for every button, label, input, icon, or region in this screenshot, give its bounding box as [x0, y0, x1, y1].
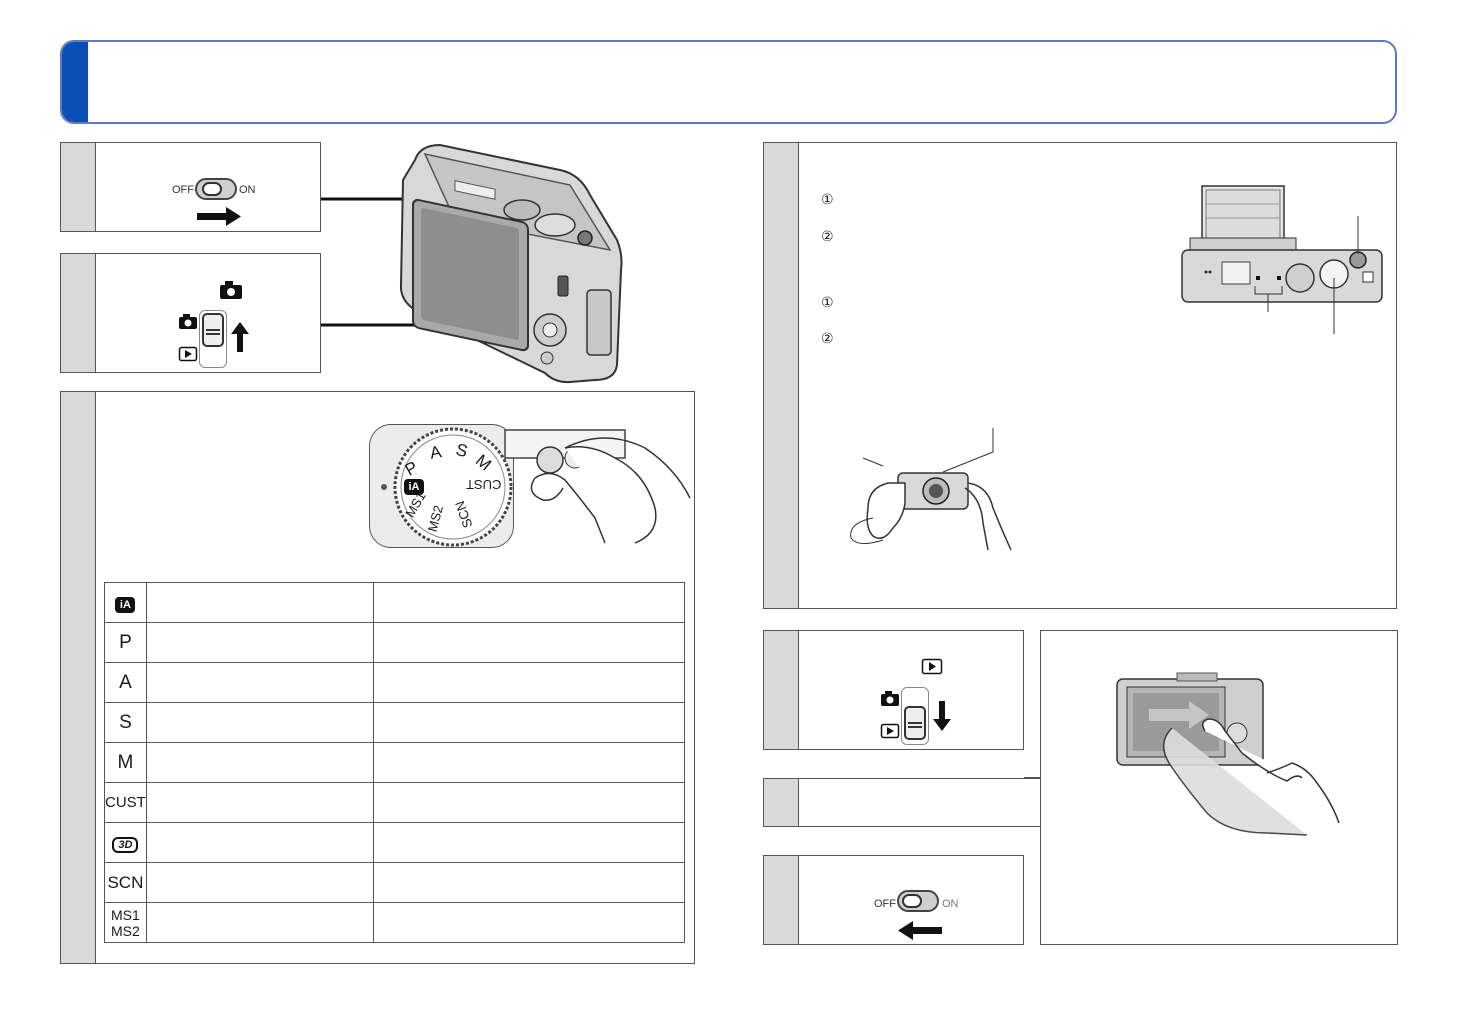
step-number-bar: [764, 779, 799, 826]
table-row: CUST: [104, 782, 686, 823]
my-scene-icon: MS1 MS2: [104, 902, 147, 943]
camera-rear-illustration: [399, 143, 623, 384]
mode-desc-cell: [372, 862, 686, 903]
table-row: P: [104, 622, 686, 663]
aperture-priority-icon: A: [104, 662, 147, 703]
custom-mode-icon: CUST: [104, 782, 147, 823]
mode-name-cell: [145, 782, 374, 823]
playback-icon: [880, 723, 900, 739]
table-row: A: [104, 662, 686, 703]
mode-desc-cell: [372, 622, 686, 663]
arrow-right-icon: [197, 207, 241, 226]
step-number-bar: [764, 143, 799, 608]
3d-photo-icon: 3D: [104, 822, 147, 863]
step-power-on-box: OFF ON: [60, 142, 321, 232]
mode-desc-cell: [372, 782, 686, 823]
power-switch-graphic: [195, 178, 237, 200]
step-record-mode-box: [60, 253, 321, 373]
camera-icon: [220, 281, 242, 299]
step-power-off-box: OFF ON: [763, 855, 1024, 945]
hand-turning-dial-illustration: [504, 429, 691, 544]
switch-off-label: OFF: [172, 184, 194, 196]
mode-name-cell: [145, 622, 374, 663]
shutter-priority-icon: S: [104, 702, 147, 743]
intelligent-auto-icon: iA: [104, 582, 147, 623]
step-number-bar: [764, 631, 799, 749]
mode-table: iA P A S M CUST 3D SCN MS1 MS2: [104, 582, 686, 943]
mode-name-cell: [145, 862, 374, 903]
mode-desc-cell: [372, 662, 686, 703]
page-header: [60, 40, 1397, 124]
playback-icon: [178, 346, 198, 362]
step-number-bar: [61, 143, 96, 231]
table-row: iA: [104, 582, 686, 623]
arrow-left-icon: [898, 921, 942, 940]
playback-icon: [921, 658, 943, 675]
step-number-bar: [61, 392, 96, 963]
table-row: M: [104, 742, 686, 783]
table-row: 3D: [104, 822, 686, 863]
touch-swipe-illustration: [1116, 672, 1340, 836]
step-marker-2: ②: [821, 229, 834, 245]
mode-desc-cell: [372, 702, 686, 743]
mode-desc-cell: [372, 742, 686, 783]
mode-name-cell: [145, 742, 374, 783]
switch-off-label: OFF: [874, 898, 896, 910]
step-marker-1: ①: [821, 192, 834, 208]
table-row: S: [104, 702, 686, 743]
divider-line: [1024, 777, 1041, 778]
mode-name-cell: [145, 662, 374, 703]
power-switch-graphic: [897, 890, 939, 912]
holding-camera-illustration: [850, 428, 1012, 551]
record-play-switch-graphic: [199, 310, 227, 368]
step-playback-mode-box: [763, 630, 1024, 750]
divider-line: [1024, 826, 1041, 827]
camera-icon: [179, 314, 197, 329]
scene-mode-icon: SCN: [104, 862, 147, 903]
arrow-up-icon: [231, 322, 249, 352]
mode-name-cell: [145, 822, 374, 863]
switch-on-label: ON: [239, 184, 256, 196]
mode-dial-closeup: P A S M CUST SCN MS1 MS2 iA: [369, 424, 514, 548]
dial-label-ia: iA: [404, 479, 424, 495]
program-ae-icon: P: [104, 622, 147, 663]
step-marker-2: ②: [821, 331, 834, 347]
mode-desc-cell: [372, 582, 686, 623]
mode-desc-cell: [372, 822, 686, 863]
manual-exposure-icon: M: [104, 742, 147, 783]
mode-name-cell: [145, 702, 374, 743]
step-number-bar: [764, 856, 799, 944]
mode-name-cell: [145, 582, 374, 623]
step-marker-1: ①: [821, 295, 834, 311]
arrow-down-icon: [933, 701, 951, 731]
table-row: SCN: [104, 862, 686, 903]
step-number-bar: [61, 254, 96, 372]
record-play-switch-graphic: [901, 687, 929, 745]
step-shooting-box: ① ② ① ②: [763, 142, 1397, 609]
camera-icon: [881, 691, 899, 706]
header-accent-bar: [62, 42, 88, 122]
touch-playback-panel: [1040, 630, 1398, 945]
camera-top-illustration: [1181, 185, 1383, 334]
step-browse-box: [763, 778, 1041, 827]
table-row: MS1 MS2: [104, 902, 686, 943]
switch-on-label: ON: [942, 898, 959, 910]
mode-name-cell: [145, 902, 374, 943]
mode-desc-cell: [372, 902, 686, 943]
